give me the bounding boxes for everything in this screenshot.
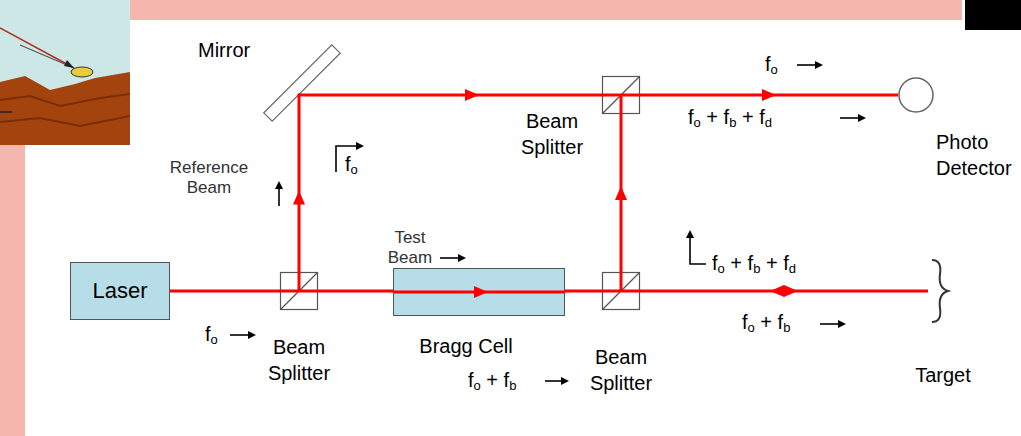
- header-bar: [130, 0, 962, 20]
- arrowhead: [770, 285, 784, 297]
- frequency-label: fo + fb + fd: [688, 105, 772, 129]
- beam-label: Reference Beam: [150, 158, 268, 199]
- beam-line: [170, 290, 280, 293]
- part-name: Target: [908, 362, 978, 388]
- laser-beam: [293, 123, 305, 272]
- arrow-tips: [248, 61, 866, 385]
- beam-splitter: Beam Splitter: [602, 76, 640, 114]
- laser-beam: [318, 291, 393, 292]
- direction-arrows: [230, 65, 860, 381]
- arrowhead: [762, 89, 776, 101]
- laser-beam: [342, 89, 602, 101]
- beam-label: fo: [205, 322, 218, 346]
- laser-beam: [565, 291, 602, 292]
- arrowhead: [784, 285, 798, 297]
- beam-splitter-shape: [280, 272, 318, 310]
- beam-splitter-shape: [602, 76, 640, 114]
- laser-beam: [640, 89, 898, 101]
- bragg-cell: Bragg Cell: [393, 268, 565, 316]
- laser-beam: [615, 114, 627, 272]
- laser-beam: [170, 291, 280, 292]
- part-name: Mirror: [198, 37, 260, 63]
- beam-label: fo + fb + fd: [712, 251, 796, 275]
- arrowhead: [615, 186, 627, 200]
- photo-detector-shape: [898, 77, 934, 113]
- photo-detector: Photo Detector: [898, 77, 934, 113]
- corner-block: [965, 0, 1021, 30]
- beam-splitter: Beam Splitter: [280, 272, 318, 310]
- beam-label: fo + fb: [742, 310, 790, 334]
- arrowhead: [465, 89, 479, 101]
- part-name: Beam Splitter: [508, 108, 596, 160]
- mirror-shape: [262, 43, 342, 123]
- laser-box: Laser: [70, 262, 170, 320]
- side-bar: [0, 145, 25, 436]
- frequency-label: fo + fb: [468, 368, 516, 392]
- part-name: Beam Splitter: [255, 334, 343, 386]
- bragg-cell-shape: [394, 269, 566, 317]
- node-label: Laser: [92, 278, 147, 304]
- beam-splitter-shape: [602, 272, 640, 310]
- beam-line: [318, 290, 393, 293]
- inset-illustration: [0, 0, 130, 145]
- target-surface: Target: [928, 258, 952, 324]
- beam-label: Test Beam: [383, 228, 437, 269]
- part-name: Bragg Cell: [396, 333, 536, 359]
- arrowhead: [293, 191, 305, 205]
- mirror: Mirror: [262, 43, 342, 123]
- target-surface-shape: [928, 258, 952, 324]
- beam-label: fo: [765, 52, 778, 76]
- part-name: Beam Splitter: [577, 344, 665, 396]
- laser-beam: [640, 285, 928, 297]
- frequency-label: fo: [345, 152, 358, 176]
- part-name: Photo Detector: [936, 129, 1016, 181]
- beam-splitter: Beam Splitter: [602, 272, 640, 310]
- beam-line: [565, 290, 602, 293]
